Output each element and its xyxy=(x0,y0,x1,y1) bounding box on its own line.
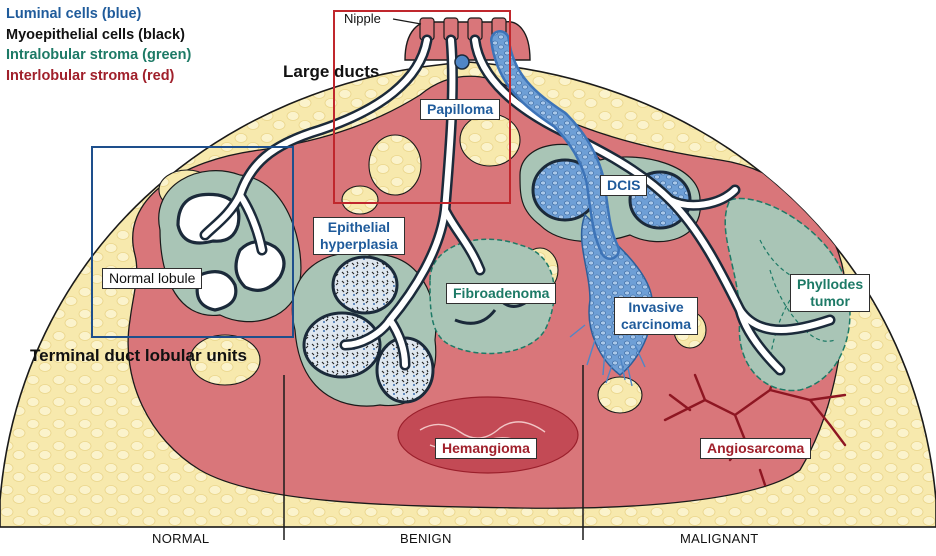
invasive-carcinoma-line2: carcinoma xyxy=(621,316,692,332)
nipple-label: Nipple xyxy=(344,11,381,26)
phyllodes-tumor-line2: tumor xyxy=(810,293,850,309)
duct-system xyxy=(199,30,836,376)
fibroadenoma-label: Fibroadenoma xyxy=(446,283,557,304)
section-malignant: MALIGNANT xyxy=(680,531,759,546)
normal-lobule-label: Normal lobule xyxy=(102,268,203,289)
legend-intralobular: Intralobular stroma (green) xyxy=(6,47,192,63)
terminal-units-box xyxy=(91,146,294,338)
large-ducts-heading: Large ducts xyxy=(283,62,380,81)
legend: Luminal cells (blue) Myoepithelial cells… xyxy=(6,4,191,86)
angiosarcoma-label: Angiosarcoma xyxy=(700,438,812,459)
epithelial-hyperplasia-line2: hyperplasia xyxy=(320,236,398,252)
epithelial-hyperplasia-shape xyxy=(291,252,437,407)
phyllodes-tumor-label: Phyllodes tumor xyxy=(790,274,871,312)
legend-luminal: Luminal cells (blue) xyxy=(6,6,142,22)
invasive-carcinoma-label: Invasive carcinoma xyxy=(614,297,699,335)
section-benign: BENIGN xyxy=(400,531,452,546)
large-ducts-box xyxy=(333,10,511,204)
hemangioma-label: Hemangioma xyxy=(435,438,537,459)
legend-interlobular: Interlobular stroma (red) xyxy=(6,67,175,84)
nipple-pointer xyxy=(392,18,422,25)
legend-myoepithelial: Myoepithelial cells (black) xyxy=(6,26,185,43)
epithelial-hyperplasia-label: Epithelial hyperplasia xyxy=(313,217,405,255)
section-normal: NORMAL xyxy=(152,531,210,546)
phyllodes-tumor-line1: Phyllodes xyxy=(797,276,864,292)
dcis-label: DCIS xyxy=(600,175,648,196)
epithelial-hyperplasia-line1: Epithelial xyxy=(327,219,391,235)
terminal-units-heading: Terminal duct lobular units xyxy=(30,346,247,365)
hemangioma-lesion xyxy=(397,396,579,474)
papilloma-label: Papilloma xyxy=(420,99,501,120)
invasive-carcinoma-line1: Invasive xyxy=(628,299,684,315)
